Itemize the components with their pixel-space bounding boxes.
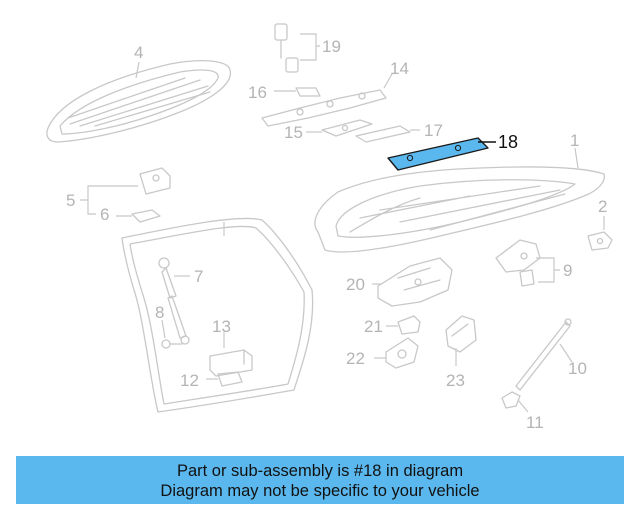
part-18-strip-highlighted [387, 137, 496, 171]
part-14-hinge [261, 73, 393, 127]
callout-22: 22 [346, 349, 365, 368]
callout-14: 14 [390, 59, 409, 78]
part-2-bracket [587, 216, 613, 251]
part-10-rod [515, 318, 573, 391]
part-9-hinge [495, 239, 560, 287]
part-15-hinge [306, 119, 373, 137]
callout-6: 6 [100, 205, 109, 224]
part-16-clip [274, 87, 321, 97]
part-13-switch [209, 332, 253, 377]
callout-16: 16 [248, 83, 267, 102]
callout-4: 4 [134, 43, 143, 62]
callout-1: 1 [570, 131, 579, 150]
callout-7: 7 [194, 267, 203, 286]
callout-15: 15 [284, 123, 303, 142]
part-19-bolt [274, 23, 320, 73]
callout-19: 19 [322, 37, 341, 56]
part-6-bracket [131, 209, 161, 223]
part-22-actuator [374, 337, 419, 369]
info-banner: Part or sub-assembly is #18 in diagram D… [16, 456, 624, 504]
callout-17: 17 [424, 121, 443, 140]
part-21-clip [386, 315, 421, 335]
part-20-latch [372, 257, 453, 307]
callout-9: 9 [563, 261, 572, 280]
banner-line-part: Part or sub-assembly is #18 in diagram [176, 462, 464, 480]
callout-13: 13 [212, 317, 231, 336]
callout-5: 5 [66, 191, 75, 210]
callout-8: 8 [155, 303, 164, 322]
callout-2: 2 [598, 197, 607, 216]
callout-21: 21 [364, 317, 383, 336]
part-8-stud [161, 319, 183, 349]
callout-11: 11 [526, 413, 544, 432]
callout-5-6-leaders [80, 185, 138, 217]
callout-23: 23 [446, 371, 465, 390]
callout-12: 12 [180, 371, 199, 390]
part-7-strut [158, 257, 190, 345]
part-12-lamp [206, 371, 243, 387]
part-11-clip [501, 391, 529, 413]
part-5-latch [139, 167, 171, 195]
callout-18-highlighted: 18 [498, 132, 518, 152]
part-1-liftgate [314, 147, 606, 253]
part-23-cover [445, 315, 477, 366]
weatherstrip-seal [121, 217, 314, 413]
banner-line-disclaimer: Diagram may not be specific to your vehi… [160, 482, 480, 500]
part-4-spoiler [46, 60, 231, 143]
callout-10: 10 [568, 359, 587, 378]
callout-20: 20 [346, 275, 365, 294]
parts-diagram: 1 2 4 5 6 7 8 9 10 11 12 13 14 15 16 17 … [46, 23, 613, 432]
part-17-plate [355, 125, 420, 143]
